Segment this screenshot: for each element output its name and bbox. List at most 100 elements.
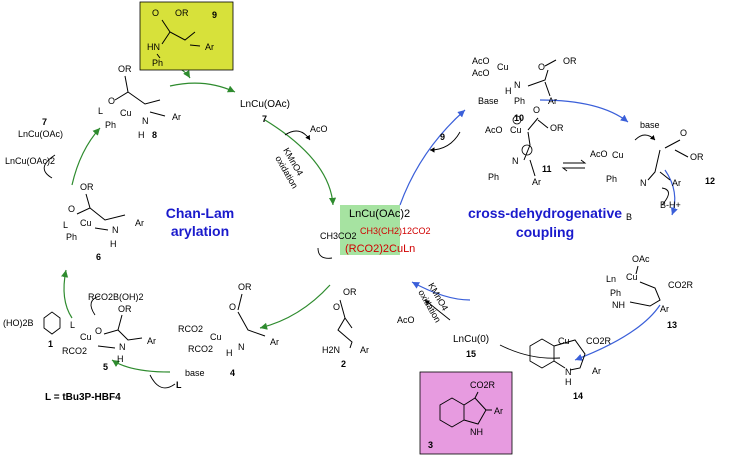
c6-number: 6 [96, 252, 101, 262]
c11-number: 11 [542, 164, 552, 174]
cu0: LnCu(0) [453, 334, 489, 345]
side-arrows [43, 130, 669, 389]
boronic-acid: RCO2B(OH)2 [88, 292, 144, 302]
cat-left-number: 7 [42, 117, 47, 127]
c4-rco2-a: RCO2 [178, 324, 203, 334]
c8-ph: Ph [105, 120, 116, 130]
c12-n: N [640, 178, 647, 188]
c5-o: O [95, 326, 102, 336]
c5-h: H [117, 354, 124, 364]
cdc-subtitle: coupling [516, 224, 574, 240]
base-4: base [185, 368, 205, 378]
c4-o: O [229, 302, 236, 312]
p9-or: OR [175, 8, 189, 18]
c11-o: O [533, 105, 540, 115]
p9-hn: HN [147, 42, 160, 52]
p9-ar: Ar [205, 42, 214, 52]
c5-or: OR [118, 304, 132, 314]
c12-ar: Ar [672, 178, 681, 188]
c6-ph: Ph [66, 232, 77, 242]
c4-h: H [226, 348, 233, 358]
c2-h2n: H2N [322, 345, 340, 355]
cdc-cycle-arrows [399, 99, 678, 361]
base-12: base [640, 120, 660, 130]
p3-ar: Ar [494, 406, 503, 416]
c13-oac: OAc [632, 254, 650, 264]
c6-cu: Cu [80, 218, 92, 228]
c2-ar: Ar [360, 345, 369, 355]
product-9-box [139, 1, 234, 71]
cat-left-b: LnCu(OAc)2 [5, 156, 55, 166]
c12-number: 12 [705, 176, 715, 186]
boronic-reagent: (HO)2B [3, 318, 34, 328]
c5-l: L [70, 320, 75, 330]
central-acetate: CH3CO2 [320, 231, 357, 241]
central-chain: CH3(CH2)12CO2 [360, 226, 431, 236]
c10-number: 10 [514, 113, 524, 123]
c13-nh: NH [612, 300, 625, 310]
c14-co2r: CO2R [586, 336, 612, 346]
c13-cu: Cu [626, 272, 638, 282]
nine-reagent: 9 [440, 132, 445, 142]
ligand-label: L [176, 380, 182, 390]
aco-right: AcO [397, 315, 415, 325]
c2-or: OR [343, 287, 357, 297]
central-catalyst-line3: (RCO2)2CuLn [345, 243, 415, 255]
c13-ph: Ph [610, 288, 621, 298]
c14-number: 14 [573, 391, 583, 401]
c5-cu: Cu [80, 332, 92, 342]
c13-co2r: CO2R [668, 280, 694, 290]
c4-cu: Cu [210, 332, 222, 342]
c11-ph: Ph [488, 172, 499, 182]
c11-aco: AcO [485, 125, 503, 135]
p9-ph: Ph [152, 58, 163, 68]
c10-aco-b: AcO [472, 68, 490, 78]
c5-rco2: RCO2 [62, 346, 87, 356]
c12-or: OR [690, 152, 704, 162]
c11-or: OR [550, 123, 564, 133]
c10-cu: Cu [497, 62, 509, 72]
boronic-phenyl-ring [43, 311, 61, 335]
c14-ar: Ar [592, 366, 601, 376]
c10-aco-a: AcO [472, 56, 490, 66]
c1-number: 1 [48, 339, 53, 349]
c10-o: O [538, 62, 545, 72]
b-label: B [626, 212, 632, 222]
c10-ph: Ph [514, 96, 525, 106]
c6-o: O [68, 204, 75, 214]
c13-number: 13 [667, 320, 677, 330]
c5-number: 5 [103, 362, 108, 372]
cat-top: LnCu(OAc) [240, 99, 290, 110]
c14-h: H [565, 377, 572, 387]
cat-top-number: 7 [262, 114, 267, 124]
c11-cu: Cu [510, 125, 522, 135]
c4-rco2-b: RCO2 [188, 344, 213, 354]
c15-number: 15 [466, 349, 476, 359]
c14-n: N [565, 367, 572, 377]
c8-ar: Ar [172, 112, 181, 122]
c6-ar: Ar [135, 218, 144, 228]
c6-n: N [112, 225, 119, 235]
chan-lam-title: Chan-Lam [166, 205, 234, 221]
c2-number: 2 [341, 359, 346, 369]
equilibrium-arrows [561, 159, 587, 172]
chan-lam-cycle-arrows [61, 61, 337, 373]
c8-l: L [98, 106, 103, 116]
c11-ar: Ar [532, 177, 541, 187]
base-10: Base [478, 96, 499, 106]
p9-o: O [152, 8, 159, 18]
c8-or: OR [118, 64, 132, 74]
central-catalyst-line1: LnCu(OAc)2 [349, 208, 410, 220]
c14-benzene-ring [529, 338, 555, 369]
cdc-title: cross-dehydrogenative [468, 205, 622, 221]
c12-aco: AcO [590, 149, 608, 159]
c12-cu: Cu [612, 150, 624, 160]
chan-lam-subtitle: arylation [171, 223, 229, 239]
c4-ar: Ar [270, 337, 279, 347]
c8-o: O [108, 96, 115, 106]
c5-ar: Ar [147, 336, 156, 346]
c10-ar: Ar [548, 96, 557, 106]
c4-or: OR [238, 282, 252, 292]
c10-n: N [514, 80, 521, 90]
